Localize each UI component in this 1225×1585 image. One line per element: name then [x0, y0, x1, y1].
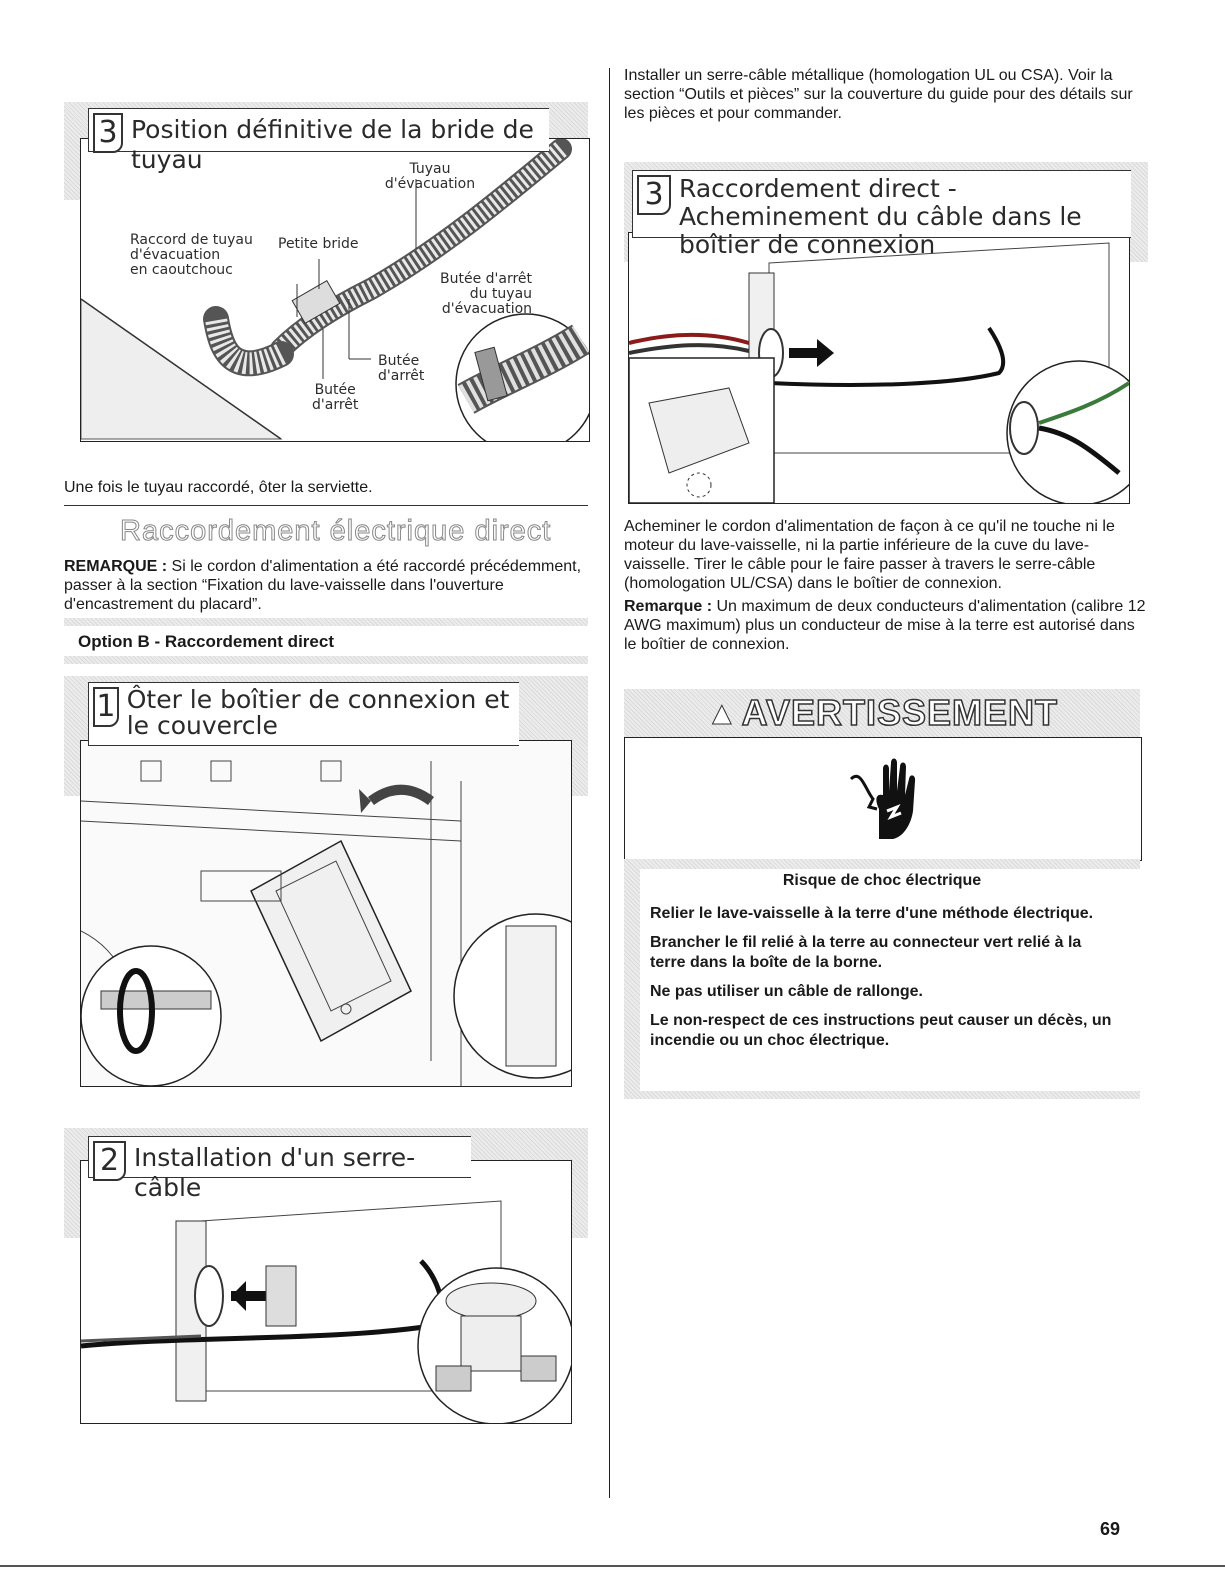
step3-route-header: 3 Raccordement direct - Acheminement du … [632, 170, 1131, 259]
warning-line-3: Ne pas utiliser un câble de rallonge. [650, 983, 923, 1000]
bottom-rule [0, 1565, 1225, 1567]
cable-clamp-install-illustration [81, 1200, 571, 1423]
warning-line-4: Le non-respect de ces instructions peut … [650, 1012, 1112, 1049]
step-title: Raccordement direct - Acheminement du câ… [679, 174, 1082, 259]
callout-butee-bottom: Butée d'arrêt [312, 382, 359, 413]
section-title: Raccordement électrique direct [119, 515, 552, 548]
hose-clamp-illustration [81, 139, 589, 441]
route-text: Acheminer le cordon d'alimentation de fa… [624, 518, 1115, 592]
callout-tuyau: Tuyau d'évacuation [384, 161, 476, 192]
intro-text: Installer un serre-câble métallique (hom… [624, 67, 1133, 122]
warning-lines: Relier le lave-vaisselle à la terre d'un… [650, 904, 1120, 1060]
step-title: Ôter le boîtier de connexion et le couve… [126, 685, 510, 740]
step-title: Installation d'un serre-câble [134, 1143, 416, 1202]
electric-shock-hand-icon [849, 758, 916, 839]
option-b-heading: Option B - Raccordement direct [78, 632, 334, 651]
remarque-label: REMARQUE : [64, 558, 168, 575]
cable-routing-illustration [629, 242, 1129, 503]
right-remarque-text: Un maximum de deux conducteurs d'aliment… [624, 598, 1146, 653]
junction-box-removal-illustration [81, 741, 571, 1086]
step2-panel [80, 1160, 572, 1424]
remarque-block: REMARQUE : Si le cordon d'alimentation a… [64, 557, 584, 614]
column-separator [609, 68, 610, 1498]
step-number: 1 [93, 687, 119, 727]
warning-heading: AVERTISSEMENT [741, 691, 1059, 734]
right-remarque-label: Remarque : [624, 598, 713, 615]
option-rule [64, 618, 588, 626]
step3-hose-header: 3 Position définitive de la bride de tuy… [88, 108, 549, 174]
step1-panel [80, 740, 572, 1087]
remarque-text: Si le cordon d'alimentation a été raccor… [64, 558, 582, 613]
warning-line-1: Relier le lave-vaisselle à la terre d'un… [650, 905, 1094, 922]
right-remarque-block: Remarque : Un maximum de deux conducteur… [624, 597, 1146, 654]
warning-text-box [640, 869, 1140, 1091]
warning-heading-wrap: ▲ AVERTISSEMENT [624, 689, 1140, 737]
step1-header: 1 Ôter le boîtier de connexion et le cou… [88, 682, 519, 746]
callout-raccord: Raccord de tuyau d'évacuation en caoutch… [130, 232, 253, 278]
callout-butee-right: Butée d'arrêt [378, 353, 425, 384]
step2-header: 2 Installation d'un serre-câble [88, 1136, 471, 1202]
warning-risk: Risque de choc électrique [782, 872, 982, 889]
step-number: 3 [93, 113, 123, 153]
step3-route-panel [628, 232, 1130, 504]
warning-line-2: Brancher le fil relié à la terre au conn… [650, 934, 1082, 971]
after-text: Une fois le tuyau raccordé, ôter la serv… [64, 479, 373, 496]
option-rule-bottom [64, 656, 588, 664]
warning-banner-bg [624, 689, 1140, 737]
page-number: 69 [1100, 1519, 1121, 1539]
step-title: Position définitive de la bride de tuyau [131, 115, 534, 174]
divider [64, 505, 588, 506]
warning-icon-box [624, 737, 1142, 861]
step3-hose-panel [80, 138, 590, 442]
step-number: 2 [93, 1141, 127, 1181]
step-number: 3 [637, 175, 671, 215]
warning-triangle-icon: ▲ [705, 694, 738, 731]
callout-butee-tuyau: Butée d'arrêt du tuyau d'évacuation [440, 271, 533, 317]
callout-petite-bride: Petite bride [278, 236, 359, 252]
